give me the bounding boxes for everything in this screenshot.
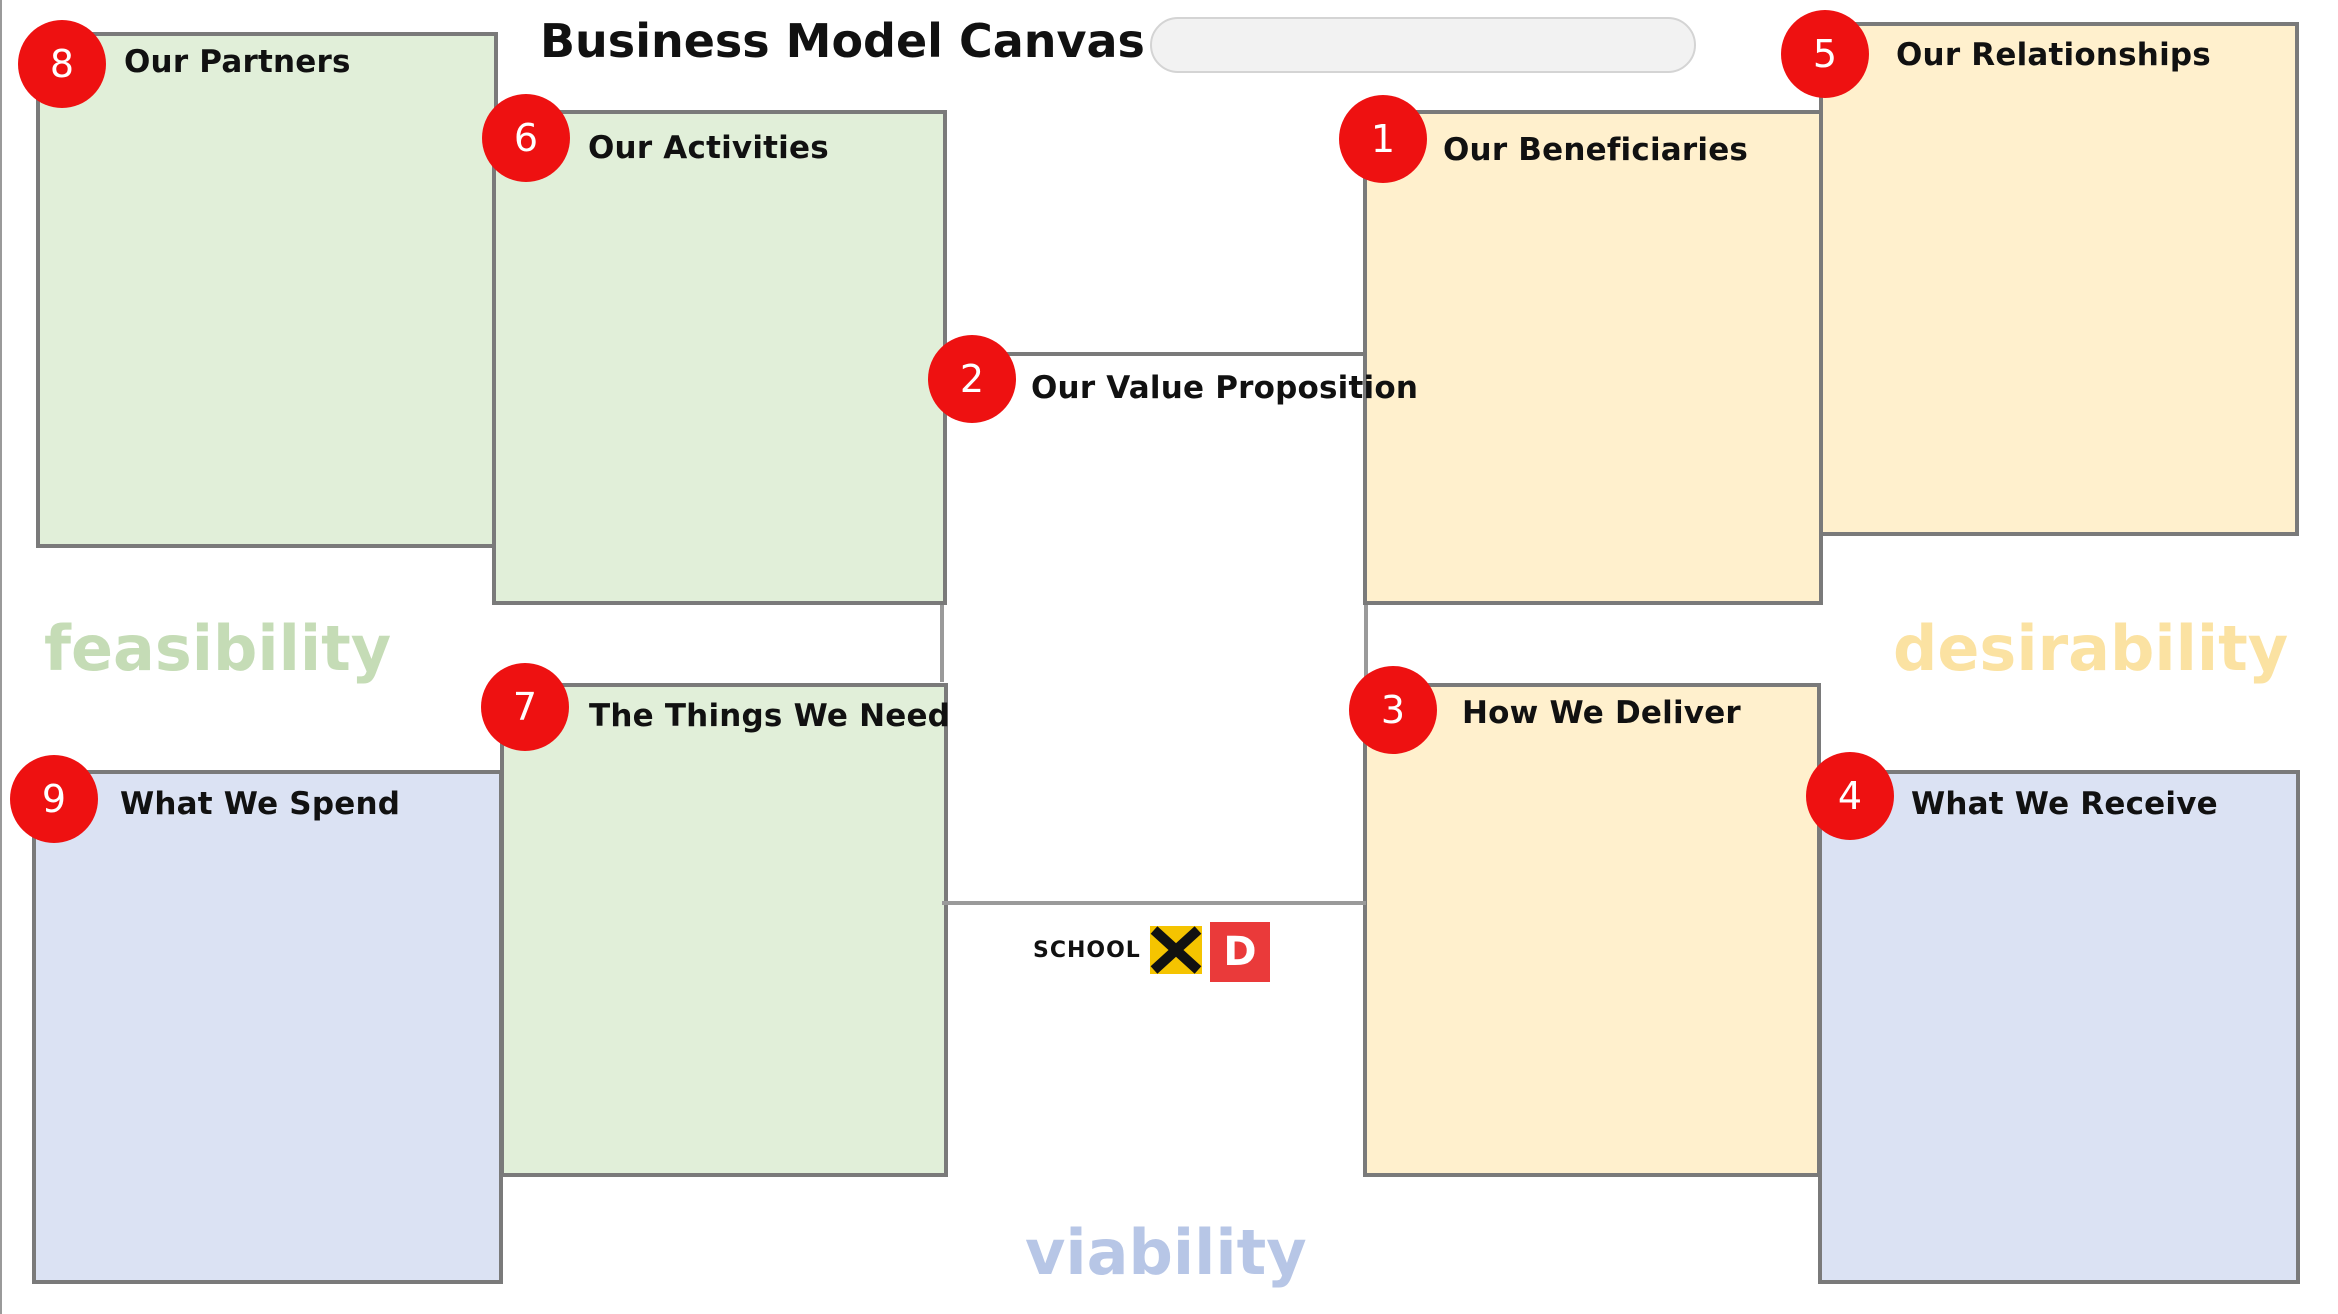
badge-value-proposition: 2 [928,335,1016,423]
beneficiaries-label: Our Beneficiaries [1443,132,1749,168]
what-we-receive-box[interactable] [1818,770,2300,1284]
what-we-receive-label: What We Receive [1911,786,2218,822]
badge-partners: 8 [18,20,106,108]
things-we-need-label: The Things We Need [589,698,951,734]
badge-what-we-spend: 9 [10,755,98,843]
what-we-spend-label: What We Spend [120,786,401,822]
badge-things-we-need: 7 [481,663,569,751]
left-border-line [0,0,2,1314]
viability-watermark: viability [1025,1216,1307,1289]
feasibility-watermark: feasibility [44,612,392,685]
logo-d-mark: D [1210,922,1270,982]
badge-how-we-deliver: 3 [1349,666,1437,754]
how-we-deliver-label: How We Deliver [1462,695,1741,731]
badge-activities: 6 [482,94,570,182]
activities-label: Our Activities [588,130,829,166]
badge-beneficiaries: 1 [1339,95,1427,183]
value-proposition-box[interactable] [942,352,1366,905]
what-we-spend-box[interactable] [32,770,503,1284]
value-prop-bottom-line [942,901,1366,905]
value-proposition-label: Our Value Proposition [1031,370,1419,406]
things-we-need-box[interactable] [500,683,948,1177]
desirability-watermark: desirability [1893,612,2289,685]
partners-box[interactable] [36,32,498,548]
relationships-label: Our Relationships [1896,37,2211,73]
partners-label: Our Partners [124,44,351,80]
badge-relationships: 5 [1781,10,1869,98]
beneficiaries-box[interactable] [1363,110,1823,605]
badge-what-we-receive: 4 [1806,752,1894,840]
relationships-box[interactable] [1819,22,2299,536]
canvas-name-input[interactable] [1150,17,1696,73]
how-we-deliver-box[interactable] [1363,683,1821,1177]
x-mark-icon [1150,926,1202,974]
activities-box[interactable] [492,110,947,605]
page-title: Business Model Canvas for [540,14,1236,68]
